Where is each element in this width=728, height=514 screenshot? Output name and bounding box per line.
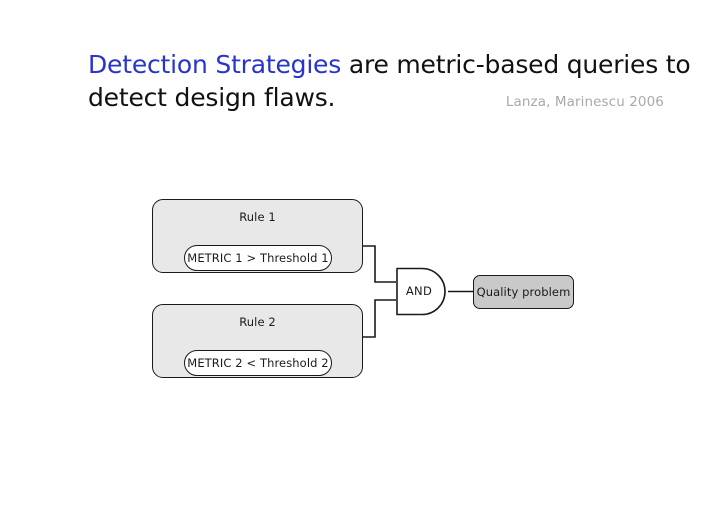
title-accent-text: Detection Strategies xyxy=(88,50,342,79)
rule-box-1[interactable]: Rule 1 METRIC 1 > Threshold 1 xyxy=(152,199,363,273)
title-rest-text: are metric-based queries to xyxy=(341,50,691,79)
wire-rule2-to-gate xyxy=(363,299,396,338)
attribution-citation: Lanza, Marinescu 2006 xyxy=(505,94,664,110)
and-gate-shape xyxy=(396,267,446,316)
quality-problem-box[interactable]: Quality problem xyxy=(473,275,574,309)
rule-1-title: Rule 1 xyxy=(239,210,276,224)
title-block: Detection Strategies are metric-based qu… xyxy=(88,48,691,114)
title-line-2-row: detect design flaws. Lanza, Marinescu 20… xyxy=(88,81,666,114)
wire-rule1-to-gate xyxy=(363,245,396,283)
title-line-1: Detection Strategies are metric-based qu… xyxy=(88,48,691,81)
title-line-2-text: detect design flaws. xyxy=(88,83,336,112)
rule-2-metric-condition[interactable]: METRIC 2 < Threshold 2 xyxy=(184,350,332,376)
rule-1-metric-condition[interactable]: METRIC 1 > Threshold 1 xyxy=(184,245,332,271)
rule-2-title: Rule 2 xyxy=(239,315,276,329)
and-gate-label: AND xyxy=(405,284,433,298)
rule-box-2[interactable]: Rule 2 METRIC 2 < Threshold 2 xyxy=(152,304,363,378)
